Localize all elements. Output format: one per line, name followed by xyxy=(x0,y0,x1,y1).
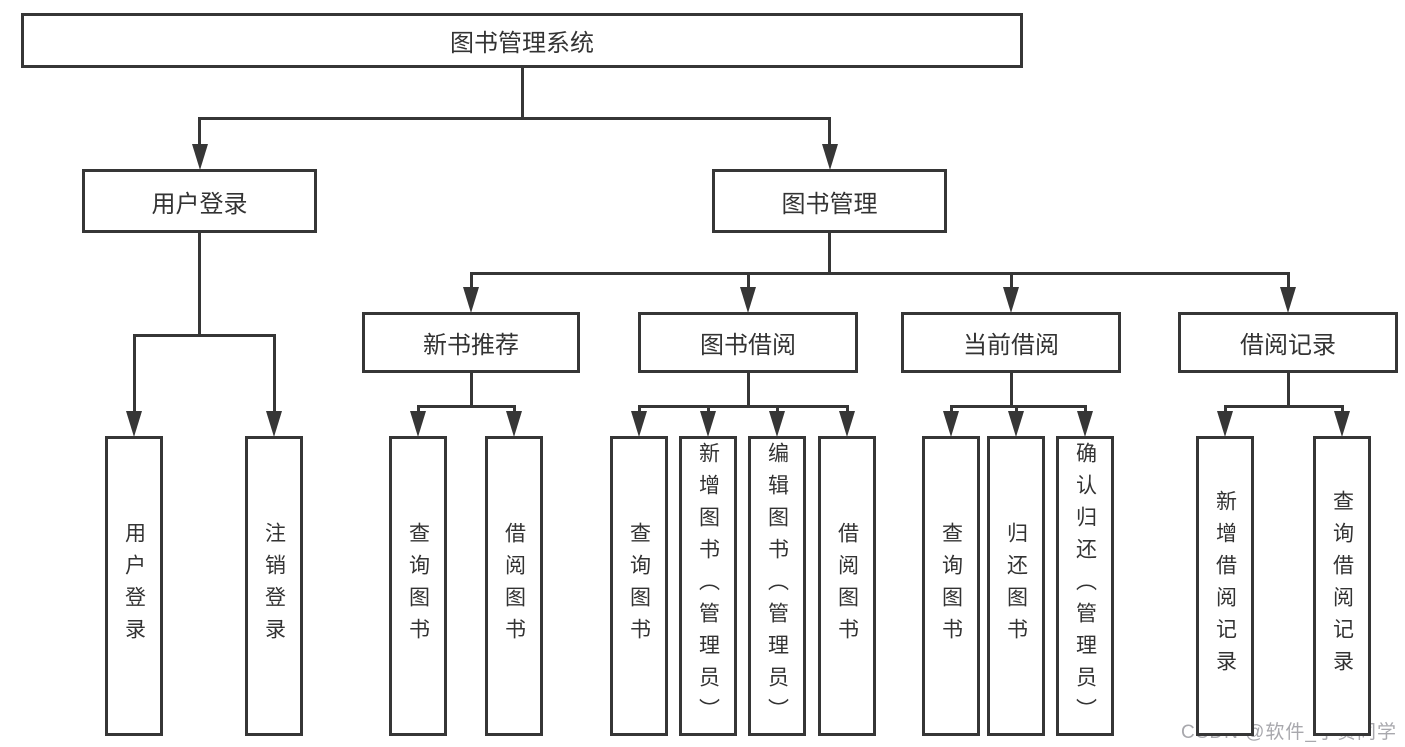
connector-line xyxy=(198,233,201,335)
connector-line xyxy=(520,68,524,118)
node-label-bw-edit-admin: 编辑图书（管理员） xyxy=(765,442,789,730)
node-label-book-borrowing: 图书借阅 xyxy=(700,332,796,359)
connector-line xyxy=(828,118,831,145)
node-box-rec-add: 新增借阅记录 xyxy=(1196,436,1254,736)
node-box-nb-borrow: 借阅图书 xyxy=(485,436,543,736)
connector-line xyxy=(512,406,516,412)
node-label-system: 图书管理系统 xyxy=(450,30,594,57)
connector-line xyxy=(949,406,953,412)
connector-line xyxy=(746,373,750,406)
arrow-down-icon xyxy=(1334,411,1350,437)
node-label-user-login: 用户登录 xyxy=(151,190,248,218)
arrow-down-icon xyxy=(1217,411,1233,437)
node-label-borrowing-records: 借阅记录 xyxy=(1240,332,1336,359)
arrow-down-icon xyxy=(191,144,208,170)
node-box-bw-edit-admin: 编辑图书（管理员） xyxy=(748,436,806,736)
connector-line xyxy=(469,273,473,288)
arrow-down-icon xyxy=(1008,411,1024,437)
node-box-user-login: 用户登录 xyxy=(82,169,317,233)
node-label-current-borrowing: 当前借阅 xyxy=(963,332,1059,359)
node-label-nb-borrow: 借阅图书 xyxy=(502,522,526,650)
connector-line xyxy=(1009,273,1013,288)
node-box-cur-confirm-admin: 确认归还（管理员） xyxy=(1056,436,1114,736)
connector-line xyxy=(845,406,849,412)
node-box-cur-query: 查询图书 xyxy=(922,436,980,736)
connector-line xyxy=(828,233,831,273)
node-box-bw-borrow: 借阅图书 xyxy=(818,436,876,736)
connector-line xyxy=(1286,273,1290,288)
node-box-leaf-user-login: 用户登录 xyxy=(105,436,163,736)
node-label-nb-query: 查询图书 xyxy=(406,522,430,650)
arrow-down-icon xyxy=(1280,287,1296,313)
node-label-cur-return: 归还图书 xyxy=(1004,522,1028,650)
node-label-cur-query: 查询图书 xyxy=(939,522,963,650)
node-label-new-book-recommend: 新书推荐 xyxy=(423,332,519,359)
connector-line xyxy=(469,373,473,406)
connector-line xyxy=(706,406,710,412)
connector-line xyxy=(1286,373,1290,406)
connector-line xyxy=(637,404,849,408)
connector-line xyxy=(1083,406,1087,412)
connector-line xyxy=(198,116,831,120)
node-label-leaf-logout: 注销登录 xyxy=(262,522,286,650)
node-label-bw-borrow: 借阅图书 xyxy=(835,522,859,650)
node-box-bw-add-admin: 新增图书（管理员） xyxy=(679,436,737,736)
arrow-down-icon xyxy=(463,287,479,313)
node-box-borrowing-records: 借阅记录 xyxy=(1178,312,1398,373)
node-box-nb-query: 查询图书 xyxy=(389,436,447,736)
node-box-cur-return: 归还图书 xyxy=(987,436,1045,736)
node-box-current-borrowing: 当前借阅 xyxy=(901,312,1121,373)
connector-line xyxy=(949,404,1087,408)
connector-line xyxy=(1223,404,1344,408)
node-label-bw-add-admin: 新增图书（管理员） xyxy=(696,442,720,730)
node-box-rec-query: 查询借阅记录 xyxy=(1313,436,1371,736)
node-box-bw-query: 查询图书 xyxy=(610,436,668,736)
node-box-book-borrowing: 图书借阅 xyxy=(638,312,858,373)
connector-line xyxy=(746,273,750,288)
connector-line xyxy=(469,271,1290,275)
arrow-down-icon xyxy=(700,411,716,437)
connector-line xyxy=(1009,373,1013,406)
arrow-down-icon xyxy=(821,144,838,170)
connector-line xyxy=(198,118,201,145)
arrow-down-icon xyxy=(943,411,959,437)
arrow-down-icon xyxy=(839,411,855,437)
arrow-down-icon xyxy=(506,411,522,437)
node-box-system: 图书管理系统 xyxy=(21,13,1023,68)
node-label-bw-query: 查询图书 xyxy=(627,522,651,650)
connector-line xyxy=(1223,406,1227,412)
node-box-new-book-recommend: 新书推荐 xyxy=(362,312,580,373)
node-box-leaf-logout: 注销登录 xyxy=(245,436,303,736)
node-label-rec-query: 查询借阅记录 xyxy=(1330,490,1354,682)
connector-line xyxy=(132,333,276,337)
connector-line xyxy=(1014,406,1018,412)
connector-line xyxy=(416,406,420,412)
node-label-book-management: 图书管理 xyxy=(781,190,878,218)
node-label-rec-add: 新增借阅记录 xyxy=(1213,490,1237,682)
arrow-down-icon xyxy=(740,287,756,313)
arrow-down-icon xyxy=(1003,287,1019,313)
arrow-down-icon xyxy=(126,411,142,437)
node-label-cur-confirm-admin: 确认归还（管理员） xyxy=(1073,442,1097,730)
node-label-leaf-user-login: 用户登录 xyxy=(122,522,146,650)
connector-line xyxy=(132,335,136,412)
connector-line xyxy=(775,406,779,412)
connector-line xyxy=(637,406,641,412)
arrow-down-icon xyxy=(410,411,426,437)
arrow-down-icon xyxy=(1077,411,1093,437)
connector-line xyxy=(416,404,516,408)
arrow-down-icon xyxy=(631,411,647,437)
arrow-down-icon xyxy=(769,411,785,437)
arrow-down-icon xyxy=(266,411,282,437)
connector-line xyxy=(272,335,276,412)
node-box-book-management: 图书管理 xyxy=(712,169,947,233)
connector-line xyxy=(1340,406,1344,412)
